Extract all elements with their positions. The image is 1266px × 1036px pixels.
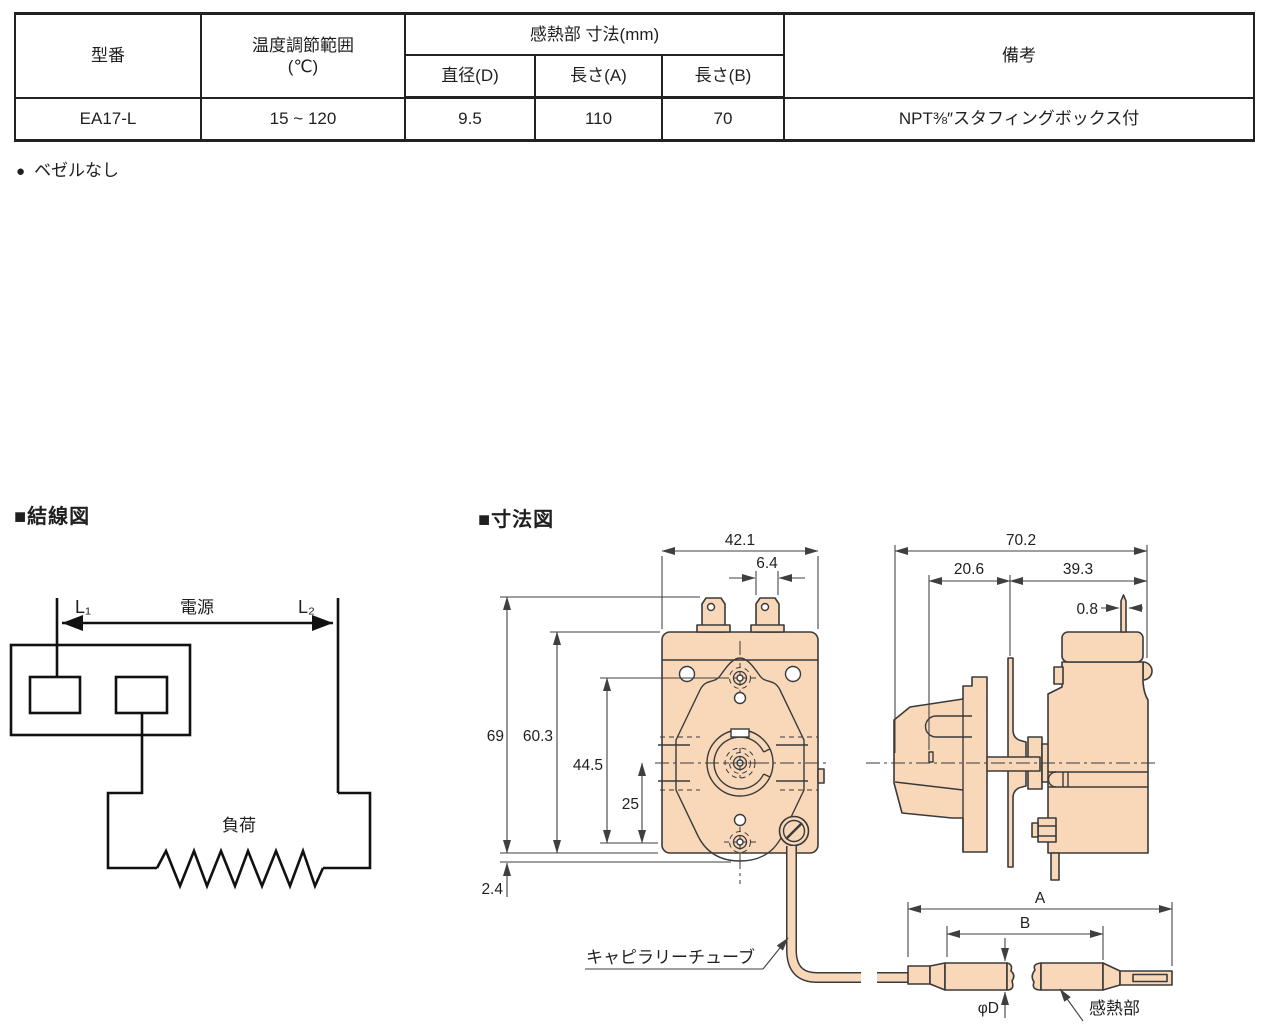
knob-flange (893, 676, 988, 853)
dim-probe-b: B (1020, 915, 1030, 932)
terminal-l2-label: L₂ (298, 597, 315, 617)
bezel-note: ● ベゼルなし (16, 156, 119, 181)
dim-body-height: 60.3 (523, 728, 553, 745)
terminal-l1-label: L₁ (75, 597, 91, 617)
col-header-model: 型番 (14, 12, 202, 99)
dim-terminal-width: 6.4 (756, 555, 778, 572)
dim-screw-span: 44.5 (573, 757, 603, 774)
thermostat-outline (9, 643, 192, 737)
terminal-right (750, 597, 785, 633)
front-view-dimensions: 42.1 6.4 69 60.3 44.5 25 2.4 (481, 532, 819, 898)
side-view-dimensions: 70.2 20.6 39.3 0.8 (894, 532, 1148, 753)
col-header-length-b: 長さ(B) (660, 54, 786, 99)
cell-temp-range: 15 ~ 120 (200, 96, 406, 142)
probe-left-segment (944, 962, 1008, 991)
dim-side-body: 39.3 (1063, 561, 1093, 578)
bullet-icon: ● (16, 163, 26, 180)
dim-lower-span: 25 (622, 796, 639, 813)
cell-diameter: 9.5 (404, 96, 536, 142)
dim-total-height: 69 (487, 728, 504, 745)
bezel-note-text: ベゼルなし (34, 161, 120, 180)
dim-front-width: 42.1 (725, 532, 755, 549)
cell-model: EA17-L (14, 96, 202, 142)
dim-side-total: 70.2 (1006, 532, 1036, 549)
probe-right-segment (1040, 962, 1104, 991)
col-header-length-a: 長さ(A) (534, 54, 663, 99)
dim-protrusion: 2.4 (481, 881, 503, 898)
probe-ferrule (907, 965, 931, 985)
side-tab (817, 768, 825, 784)
power-label: 電源 (180, 598, 214, 617)
front-view (655, 597, 908, 983)
load-label: 負荷 (222, 816, 256, 835)
contact-box-1 (28, 675, 82, 715)
col-header-diameter: 直径(D) (404, 54, 536, 99)
temp-range-line2: (℃) (287, 56, 319, 76)
side-view (866, 594, 1158, 881)
terminal-pin (1120, 594, 1127, 633)
dimension-figure-title: ■寸法図 (478, 509, 555, 531)
adjust-screw (778, 815, 810, 847)
col-header-temp-range: 温度調節範囲 (℃) (200, 12, 406, 99)
cell-length-a: 110 (534, 96, 663, 142)
sensor-label: 感熱部 (1089, 999, 1140, 1018)
bottom-tab (1050, 852, 1060, 881)
dim-probe-a: A (1035, 890, 1046, 907)
load-wire-left (106, 713, 157, 870)
probe-end-plug (1132, 973, 1168, 983)
contact-box-2 (114, 675, 169, 715)
probe-detail: A B φD キャピラリーチューブ 感熱部 (585, 890, 1173, 1022)
capillary-label: キャピラリーチューブ (586, 947, 755, 967)
dim-pin-width: 0.8 (1076, 601, 1098, 618)
wiring-diagram-title: ■結線図 (14, 506, 91, 528)
temp-range-line1: 温度調節範囲 (252, 35, 354, 55)
col-header-sensor-dims: 感熱部 寸法(mm) (403, 12, 786, 56)
table-row: EA17-L 15 ~ 120 9.5 110 70 NPT⅜″スタフィングボッ… (14, 96, 1256, 142)
thermostat-body-side (1031, 594, 1153, 881)
cell-length-b: 70 (660, 96, 786, 142)
cell-remarks: NPT⅜″スタフィングボックス付 (783, 96, 1256, 142)
terminal-left (696, 597, 731, 633)
corner-hole-right (784, 665, 802, 683)
resistor-symbol (155, 847, 325, 890)
capillary-tube (786, 846, 908, 983)
spec-table: 型番 温度調節範囲 (℃) 感熱部 寸法(mm) 備考 直径(D) 長さ(A) … (14, 12, 1256, 142)
wiring-diagram: L₁ 電源 L₂ 負荷 (9, 597, 372, 890)
dim-side-knob: 20.6 (954, 561, 984, 578)
load-wire-right (323, 791, 372, 870)
col-header-remarks: 備考 (783, 12, 1256, 99)
dim-probe-dia: φD (978, 1000, 999, 1017)
corner-hole-left (678, 665, 696, 683)
